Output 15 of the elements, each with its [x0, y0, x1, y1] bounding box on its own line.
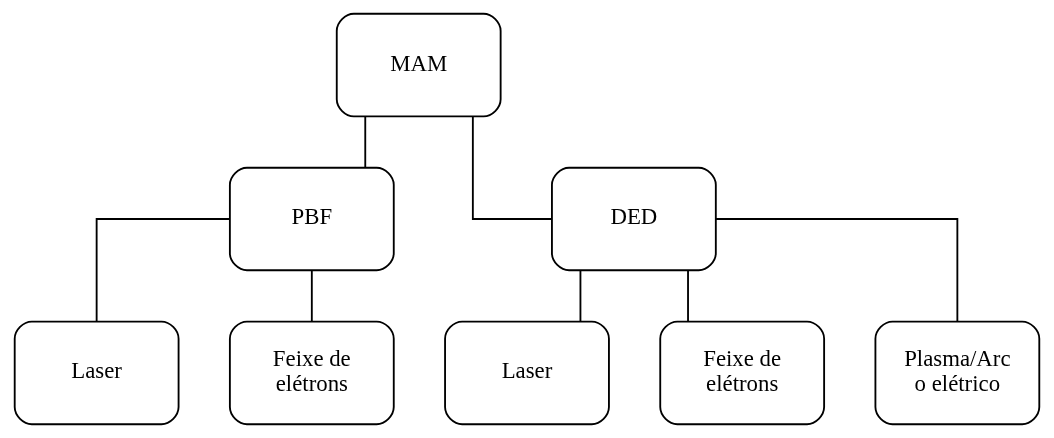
node-box: Plasma/Arc o elétrico	[874, 320, 1041, 426]
connector	[364, 115, 367, 169]
connector	[579, 269, 582, 323]
connector	[95, 218, 231, 323]
node-box: MAM	[335, 12, 502, 118]
connector	[310, 269, 313, 323]
node-box: Feixe de elétrons	[659, 320, 826, 426]
connector	[471, 115, 553, 220]
node-box: Laser	[13, 320, 180, 426]
connector	[687, 269, 689, 323]
node-box: PBF	[228, 166, 395, 272]
node-box: DED	[551, 166, 717, 272]
connector	[715, 218, 959, 323]
node-box: Laser	[444, 320, 610, 426]
node-box: Feixe de elétrons	[228, 320, 395, 426]
